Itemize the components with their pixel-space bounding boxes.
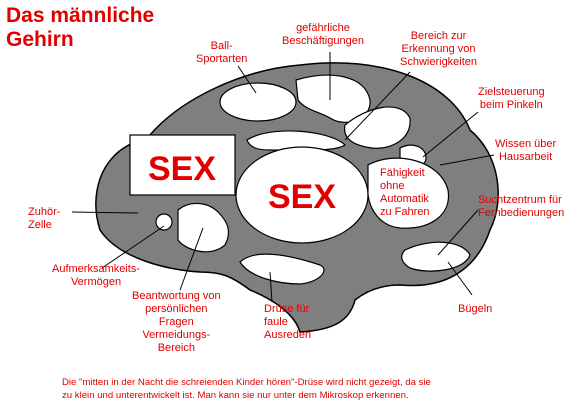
- label-beantwortung-line-2: persönlichen: [132, 303, 221, 316]
- faehigkeit-line-2: ohne: [380, 180, 404, 192]
- region-aufmerksamkeit: [156, 214, 172, 230]
- label-druese-line-1: Drüse für: [264, 303, 311, 316]
- footnote-line-1: Die "mitten in der Nacht die schreienden…: [62, 376, 431, 389]
- label-suchtzentrum: Suchtzentrum für Fernbedienungen: [478, 194, 564, 220]
- label-ball: Ball- Sportarten: [196, 40, 247, 66]
- label-zielsteuerung-line-1: Zielsteuerung: [478, 86, 545, 99]
- label-aufmerksamkeit-line-2: Vermögen: [52, 276, 140, 289]
- label-hausarbeit-line-2: Hausarbeit: [495, 151, 556, 164]
- label-gefaehrlich: gefährliche Beschäftigungen: [282, 22, 364, 48]
- label-zielsteuerung: Zielsteuerung beim Pinkeln: [478, 86, 545, 112]
- label-erkennung-line-1: Bereich zur: [400, 30, 477, 43]
- faehigkeit-line-1: Fähigkeit: [380, 167, 425, 179]
- label-beantwortung-line-3: Fragen: [132, 316, 221, 329]
- title-line-1: Das männliche: [6, 4, 154, 28]
- label-zielsteuerung-line-2: beim Pinkeln: [478, 99, 545, 112]
- label-hausarbeit: Wissen über Hausarbeit: [495, 138, 556, 164]
- region-ball: [220, 83, 296, 121]
- footnote: Die "mitten in der Nacht die schreienden…: [62, 376, 431, 402]
- title-line-2: Gehirn: [6, 28, 154, 52]
- label-beantwortung-line-4: Vermeidungs-: [132, 329, 221, 342]
- label-beantwortung-line-5: Bereich: [132, 342, 221, 355]
- label-erkennung-line-3: Schwierigkeiten: [400, 56, 477, 69]
- label-suchtzentrum-line-1: Suchtzentrum für: [478, 194, 564, 207]
- label-gefaehrlich-line-1: gefährliche: [282, 22, 364, 35]
- label-aufmerksamkeit: Aufmerksamkeits- Vermögen: [52, 263, 140, 289]
- footnote-line-2: zu klein und unterentwickelt ist. Man ka…: [62, 389, 431, 402]
- label-zuhoer-line-1: Zuhör-: [28, 206, 60, 219]
- label-beantwortung-line-1: Beantwortung von: [132, 290, 221, 303]
- label-erkennung-line-2: Erkennung von: [400, 43, 477, 56]
- label-zuhoer: Zuhör- Zelle: [28, 206, 60, 232]
- label-hausarbeit-line-1: Wissen über: [495, 138, 556, 151]
- faehigkeit-line-4: zu Fahren: [380, 206, 430, 218]
- sex-big-label: SEX: [148, 150, 216, 188]
- label-gefaehrlich-line-2: Beschäftigungen: [282, 35, 364, 48]
- label-druese-line-2: faule: [264, 316, 311, 329]
- label-erkennung: Bereich zur Erkennung von Schwierigkeite…: [400, 30, 477, 69]
- label-buegeln: Bügeln: [458, 303, 492, 316]
- faehigkeit-line-3: Automatik: [380, 193, 429, 205]
- label-ball-line-1: Ball-: [196, 40, 247, 53]
- label-beantwortung: Beantwortung von persönlichen Fragen Ver…: [132, 290, 221, 355]
- label-druese: Drüse für faule Ausreden: [264, 303, 311, 342]
- label-ball-line-2: Sportarten: [196, 53, 247, 66]
- page-title: Das männliche Gehirn: [6, 4, 154, 52]
- label-suchtzentrum-line-2: Fernbedienungen: [478, 207, 564, 220]
- label-druese-line-3: Ausreden: [264, 329, 311, 342]
- label-zuhoer-line-2: Zelle: [28, 219, 60, 232]
- label-aufmerksamkeit-line-1: Aufmerksamkeits-: [52, 263, 140, 276]
- sex-small-label: SEX: [268, 178, 336, 216]
